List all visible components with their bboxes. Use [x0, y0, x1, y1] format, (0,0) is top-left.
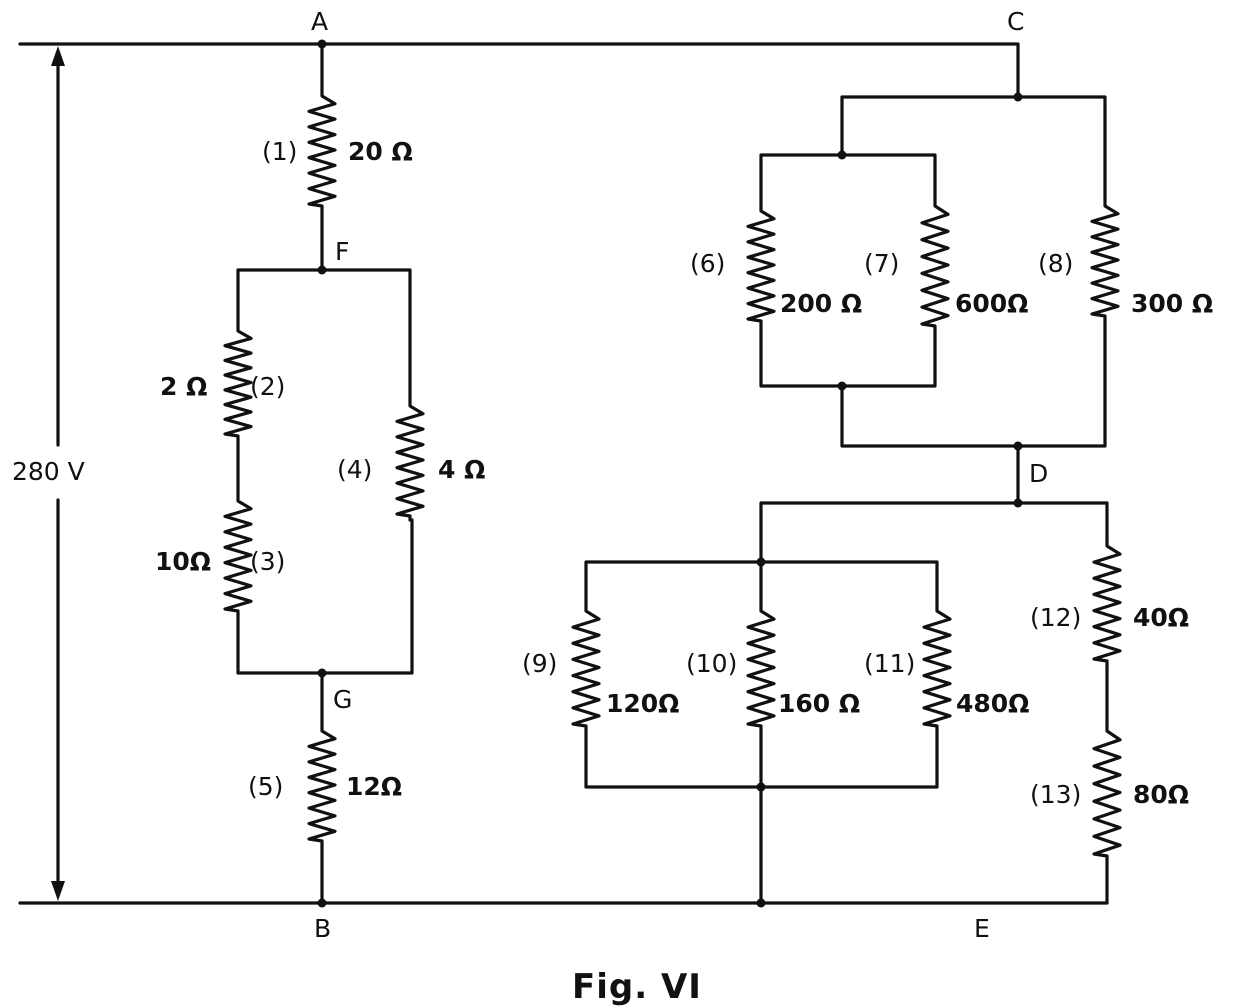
junction-b	[317, 898, 327, 908]
wire-lower-top	[759, 501, 1109, 564]
wire-c-split	[840, 95, 1107, 202]
resistor-9-number: (9)	[522, 649, 557, 678]
resistor-8-value: 300 Ω	[1131, 289, 1213, 318]
junction-d	[1013, 441, 1023, 451]
resistor-1-symbol	[307, 88, 337, 212]
resistor-12-value: 40Ω	[1133, 603, 1189, 632]
resistor-4-symbol	[395, 398, 425, 522]
wire-67-top	[759, 153, 937, 207]
resistor-4-value: 4 Ω	[438, 455, 485, 484]
resistor-5-number: (5)	[248, 772, 283, 801]
wire-67-to-d	[840, 318, 1107, 448]
voltage-arrow	[51, 46, 65, 901]
resistor-6-value: 200 Ω	[780, 289, 862, 318]
resistor-3-symbol	[223, 493, 253, 617]
resistor-2-symbol	[223, 323, 253, 442]
node-label-f: F	[335, 237, 349, 266]
junction-a	[317, 39, 327, 49]
resistor-11-value: 480Ω	[956, 689, 1029, 718]
node-label-b: B	[314, 914, 331, 943]
resistor-7-number: (7)	[864, 249, 899, 278]
resistor-1-value: 20 Ω	[348, 137, 413, 166]
junction-dots	[317, 39, 1023, 908]
node-label-e: E	[974, 914, 990, 943]
resistor-13-value: 80Ω	[1133, 780, 1189, 809]
resistor-10-number: (10)	[686, 649, 737, 678]
resistor-3-number: (3)	[250, 547, 285, 576]
wire-top-rail	[18, 42, 1020, 99]
resistor-8-symbol	[1090, 198, 1120, 322]
resistor-13-number: (13)	[1030, 780, 1081, 809]
junction-10-top	[756, 557, 766, 567]
junction-g	[317, 668, 327, 678]
figure-caption: Fig. VI	[572, 967, 702, 1007]
voltage-arrow-head-up	[51, 46, 65, 66]
junction-67-top	[837, 150, 847, 160]
node-label-a: A	[311, 7, 328, 36]
node-label-d: D	[1029, 459, 1048, 488]
resistor-13-symbol	[1092, 723, 1122, 862]
wire-67-bottom	[759, 323, 937, 388]
resistor-2-number: (2)	[250, 372, 285, 401]
resistor-10-value: 160 Ω	[778, 689, 860, 718]
resistor-3-value: 10Ω	[155, 547, 211, 576]
resistor-12-symbol	[1092, 538, 1122, 667]
resistor-6-symbol	[746, 203, 776, 327]
resistor-12-number: (12)	[1030, 603, 1081, 632]
junction-e	[756, 898, 766, 908]
wires	[18, 42, 1109, 905]
resistor-6-number: (6)	[690, 249, 725, 278]
junction-10-bottom	[756, 782, 766, 792]
resistor-5-value: 12Ω	[346, 772, 402, 801]
source-voltage-label: 280 V	[12, 457, 85, 486]
resistor-8-number: (8)	[1038, 249, 1073, 278]
resistor-7-value: 600Ω	[955, 289, 1028, 318]
junction-67-bottom	[837, 381, 847, 391]
resistor-11-number: (11)	[864, 649, 915, 678]
resistor-7-symbol	[920, 198, 950, 332]
resistor-9-symbol	[571, 603, 601, 732]
resistor-2-value: 2 Ω	[160, 372, 207, 401]
resistor-11-symbol	[922, 603, 952, 732]
junction-d-lower	[1013, 498, 1023, 508]
resistor-4-number: (4)	[337, 455, 372, 484]
junction-c	[1013, 92, 1023, 102]
resistor-10-symbol	[746, 603, 776, 732]
junction-f	[317, 265, 327, 275]
resistor-9-value: 120Ω	[606, 689, 679, 718]
resistor-1-number: (1)	[262, 137, 297, 166]
resistor-symbols	[223, 88, 1122, 862]
wire-g-join	[236, 518, 414, 675]
resistor-5-symbol	[307, 723, 337, 847]
node-label-c: C	[1007, 7, 1024, 36]
voltage-arrow-head-down	[51, 881, 65, 901]
node-label-g: G	[333, 685, 352, 714]
labels: 280 V A C F G B D E (1) 20 Ω 2 Ω (2) 10Ω…	[12, 7, 1213, 1007]
